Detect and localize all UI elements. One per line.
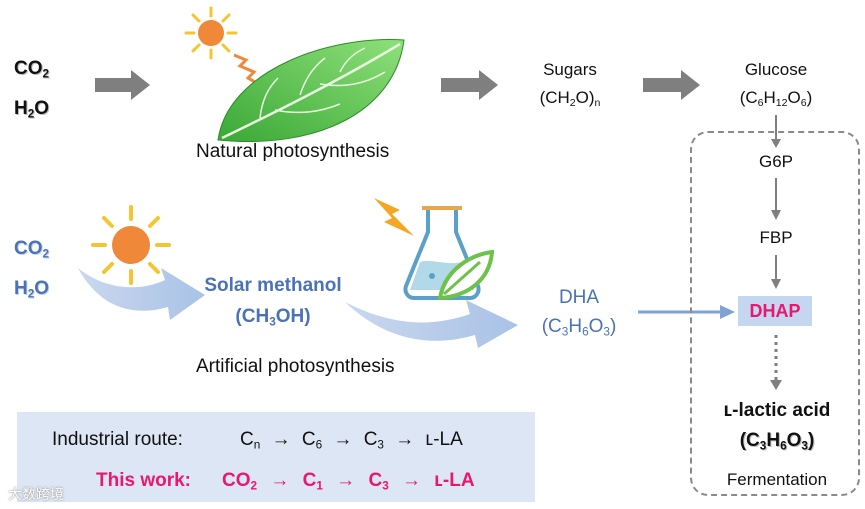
lightning-icon [374,198,414,236]
lactic-acid-label: ʟ-lactic acid [723,400,831,421]
natural-h2o: H2O [14,98,50,121]
industrial-route-steps: Cn → C6 → C3 → ʟ-LA [240,429,463,452]
arrow-co2-to-methanol [78,268,205,320]
lactic-acid-formula: (C3H6O3) [739,430,815,453]
natural-co2: CO2 [14,58,50,81]
fermentation-caption: Fermentation [726,470,828,489]
fbp-label: FBP [759,228,793,247]
light-ray-icon [233,53,263,88]
methanol-label: Solar methanol [204,275,342,296]
dhap-label: DHAP [738,296,812,326]
glucose-formula: (C6H12O6) [739,88,813,110]
industrial-route-label: Industrial route: [52,429,183,450]
arrow-leaf-to-sugars [441,70,498,100]
sugars-label: Sugars [543,60,597,79]
watermark: 大数跨境 [8,486,64,502]
arrow-methanol-to-dha [345,300,518,348]
this-work-steps: CO2 → C1 → C3 → ʟ-LA [222,470,475,493]
arrow-fbp-to-dhap [771,255,781,289]
artificial-h2o: H2O [14,278,50,301]
sun-icon [184,6,238,60]
arrow-sugars-to-glucose [643,70,700,100]
route-comparison-panel [17,412,535,502]
dha-formula: (C3H6O3) [541,316,617,339]
fermentation-box [690,131,860,496]
g6p-label: G6P [758,152,794,171]
small-leaf-icon [437,249,495,301]
arrow-dha-to-dhap [638,305,735,319]
methanol-formula: (CH3OH) [235,306,311,329]
sugars-formula: (CH2O)n [539,88,601,110]
artificial-caption: Artificial photosynthesis [196,356,395,377]
arrow-dhap-to-lactic-acid [770,335,782,390]
sun-icon [91,205,171,285]
arrow-glucose-to-g6p [771,115,781,148]
arrow-g6p-to-fbp [771,178,781,220]
dha-label: DHA [558,287,600,308]
this-work-label: This work: [96,470,192,491]
glucose-label: Glucose [744,60,808,79]
arrow-co2-to-leaf [95,70,150,100]
natural-caption: Natural photosynthesis [196,141,390,162]
artificial-co2: CO2 [14,238,50,261]
leaf-icon [217,39,405,142]
